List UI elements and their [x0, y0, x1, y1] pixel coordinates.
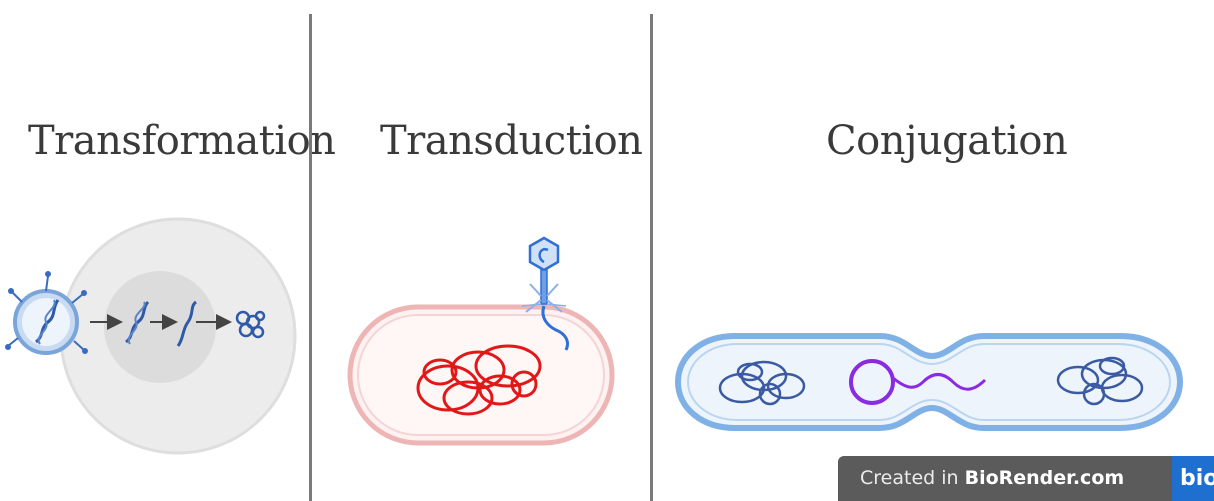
- watermark-brand: BioRender.com: [965, 467, 1125, 489]
- nucleus: [104, 271, 216, 383]
- conjugation-illustration: [678, 336, 1180, 428]
- watermark-text: Created in BioRender.com: [860, 467, 1124, 489]
- transduction-illustration: [350, 238, 612, 443]
- biorender-logo-icon: bio: [1172, 456, 1214, 501]
- biorender-watermark[interactable]: Created in BioRender.com bio: [838, 456, 1214, 501]
- transformation-illustration: [5, 219, 295, 453]
- watermark-prefix: Created in: [860, 467, 965, 489]
